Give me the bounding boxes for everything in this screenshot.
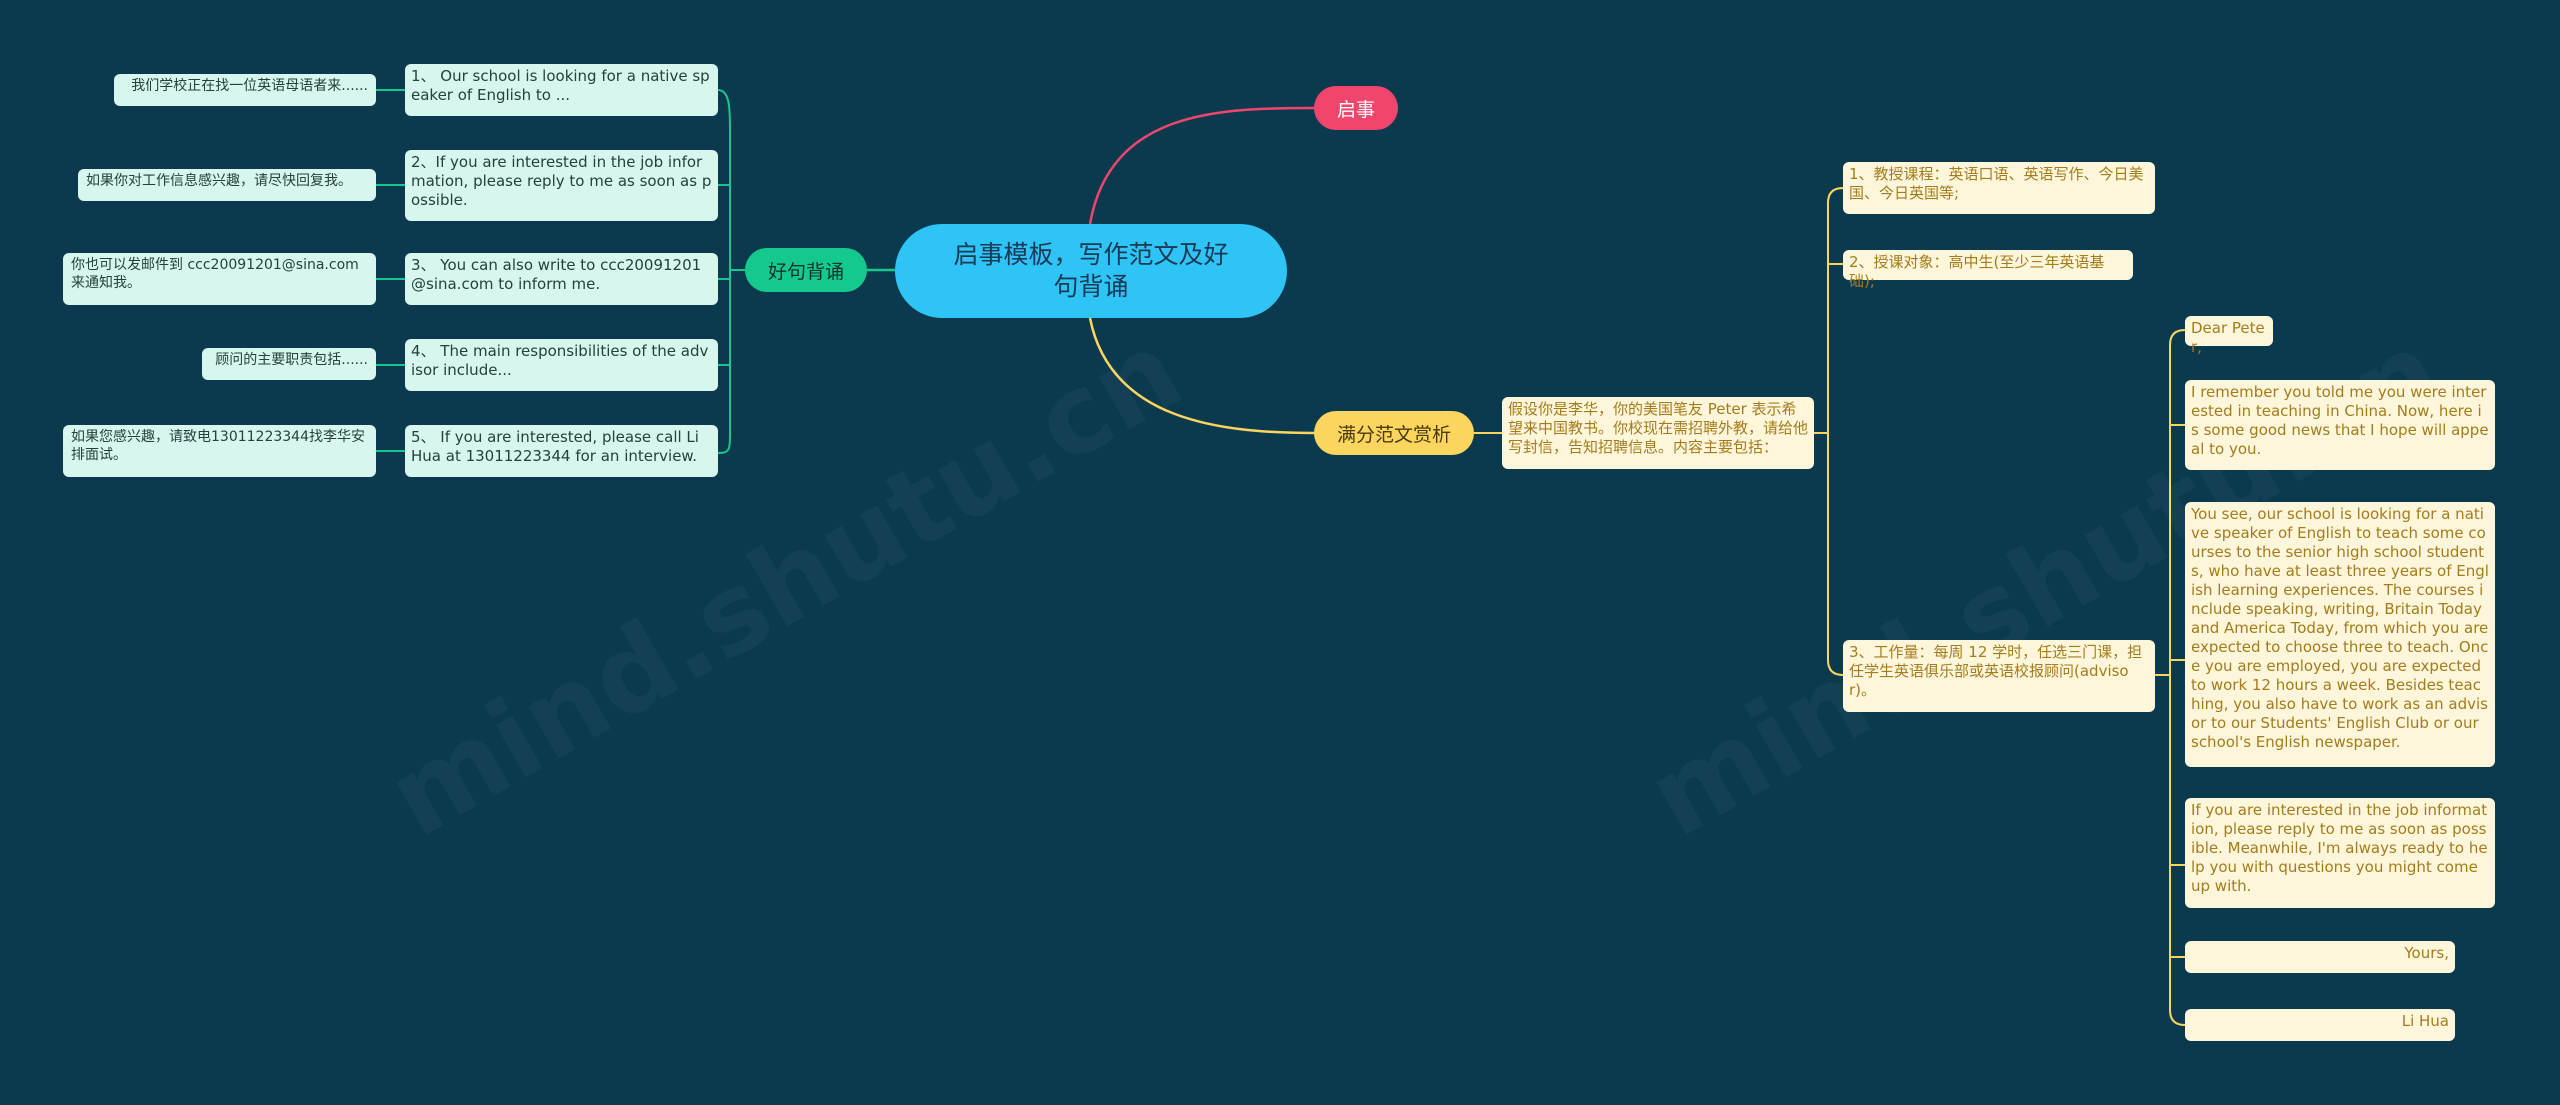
branch-sentences[interactable]: 好句背诵	[745, 248, 867, 292]
branch-model-essay[interactable]: 满分范文赏析	[1314, 411, 1474, 455]
sentence-cn-4[interactable]: 顾问的主要职责包括......	[202, 348, 376, 380]
sentence-cn-2[interactable]: 如果你对工作信息感兴趣，请尽快回复我。	[78, 169, 376, 201]
model-point-2[interactable]: 2、授课对象：高中生(至少三年英语基础);	[1843, 250, 2133, 290]
sentence-en-3[interactable]: 3、 You can also write to ccc20091201@sin…	[405, 253, 718, 305]
model-point-1[interactable]: 1、教授课程：英语口语、英语写作、今日美国、今日英国等;	[1843, 162, 2155, 214]
letter-greeting[interactable]: Dear Peter,	[2185, 316, 2273, 356]
letter-paragraph-1[interactable]: I remember you told me you were interest…	[2185, 380, 2495, 470]
letter-closing[interactable]: Yours,	[2185, 941, 2455, 973]
sentence-en-5[interactable]: 5、 If you are interested, please call Li…	[405, 425, 718, 477]
branch-model-label: 满分范文赏析	[1336, 423, 1451, 446]
sentence-cn-5[interactable]: 如果您感兴趣，请致电13011223344找李华安排面试。	[63, 425, 376, 477]
sentence-cn-3[interactable]: 你也可以发邮件到 ccc20091201@sina.com 来通知我。	[63, 253, 376, 305]
branch-notice[interactable]: 启事	[1314, 86, 1398, 130]
letter-paragraph-2[interactable]: You see, our school is looking for a nat…	[2185, 502, 2495, 767]
branch-sentences-label: 好句背诵	[767, 260, 844, 283]
root-title: 启事模板，写作范文及好句背诵	[953, 240, 1229, 301]
sentence-en-2[interactable]: 2、If you are interested in the job infor…	[405, 150, 718, 221]
sentence-cn-1[interactable]: 我们学校正在找一位英语母语者来......	[114, 74, 376, 106]
root-node[interactable]: 启事模板，写作范文及好句背诵	[895, 224, 1287, 318]
model-prompt[interactable]: 假设你是李华，你的美国笔友 Peter 表示希望来中国教书。你校现在需招聘外教，…	[1502, 397, 1814, 469]
model-point-3[interactable]: 3、工作量：每周 12 学时，任选三门课，担任学生英语俱乐部或英语校报顾问(ad…	[1843, 640, 2155, 712]
branch-notice-label: 启事	[1336, 98, 1375, 121]
sentence-en-4[interactable]: 4、 The main responsibilities of the advi…	[405, 339, 718, 391]
sentence-en-1[interactable]: 1、 Our school is looking for a native sp…	[405, 64, 718, 116]
letter-signature[interactable]: Li Hua	[2185, 1009, 2455, 1041]
letter-paragraph-3[interactable]: If you are interested in the job informa…	[2185, 798, 2495, 908]
